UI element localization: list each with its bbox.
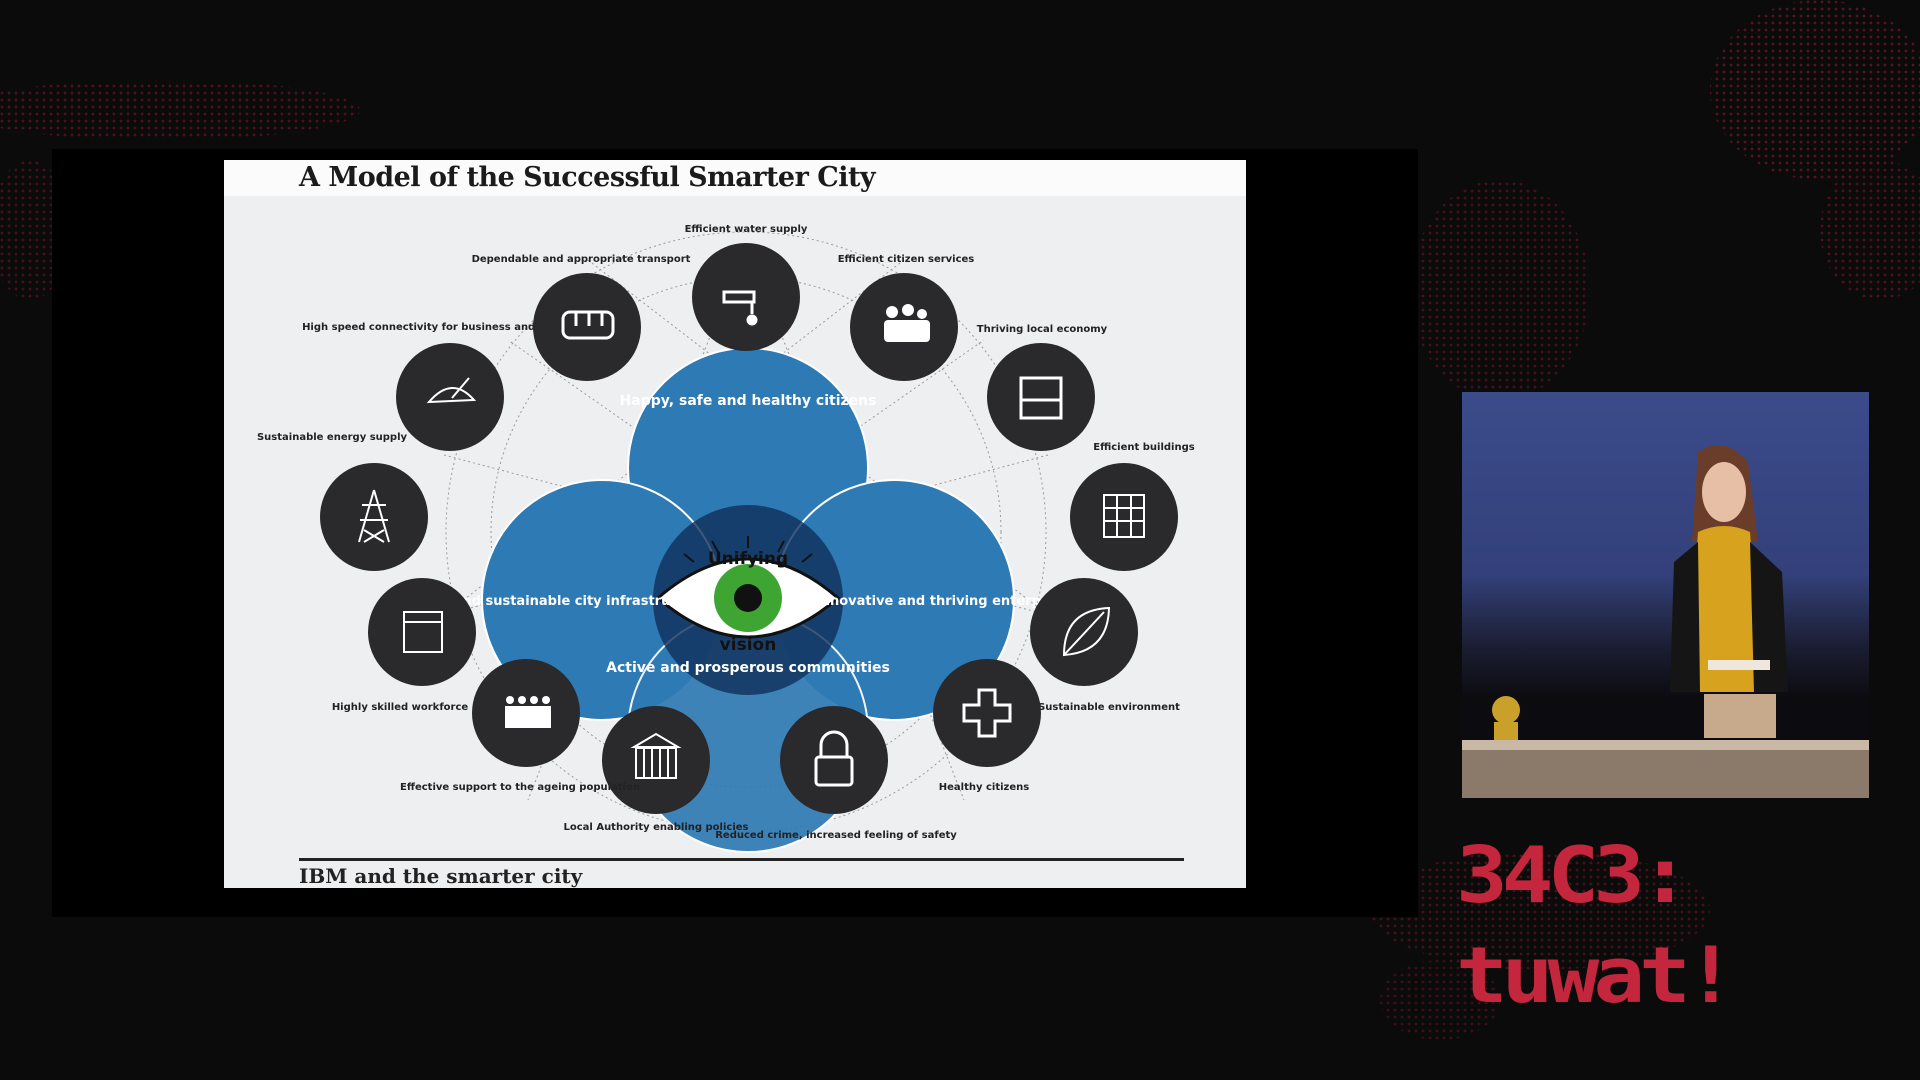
node-local-authority: Local Authority enabling policies — [564, 706, 749, 833]
cross-icon — [962, 688, 1012, 738]
node-safety: Reduced crime, increased feeling of safe… — [715, 706, 957, 841]
ring-label-right: Innovative and thriving enterprises — [816, 594, 1076, 609]
node-environment: Sustainable environment — [1030, 578, 1180, 713]
svg-text:Sustainable energy supply: Sustainable energy supply — [257, 432, 408, 443]
ring-label-bottom: Active and prosperous communities — [606, 660, 890, 676]
svg-text:Efficient buildings: Efficient buildings — [1093, 442, 1194, 453]
slide-footer: IBM and the smarter city — [299, 864, 583, 888]
vision-word-bottom: vision — [720, 635, 777, 655]
shop-icon — [1019, 376, 1063, 420]
node-water: Efficient water supply — [685, 224, 808, 351]
svg-text:Effective support to the agein: Effective support to the ageing populati… — [400, 782, 640, 793]
svg-text:Local Authority enabling polic: Local Authority enabling policies — [564, 822, 749, 833]
water-tap-icon — [722, 290, 758, 326]
ring-label-left: Efficient and sustainable city infrastru… — [389, 594, 709, 609]
people-icon — [884, 304, 930, 342]
presentation-slide-frame: A Model of the Successful Smarter City — [52, 149, 1418, 917]
svg-text:Thriving local economy: Thriving local economy — [977, 324, 1108, 335]
pylon-icon — [358, 489, 390, 543]
satellite-dish-icon — [426, 377, 477, 404]
svg-text:Highly skilled workforce: Highly skilled workforce — [332, 702, 469, 713]
node-connectivity: High speed connectivity for business and… — [302, 322, 582, 451]
slide-title-bar — [224, 160, 1246, 196]
slide-footer-rule — [299, 858, 1184, 861]
ring-label-top: Happy, safe and healthy citizens — [620, 393, 877, 409]
unifying-vision-eye: Unifying vision — [655, 536, 841, 655]
building-icon — [1103, 494, 1145, 538]
node-transport: Dependable and appropriate transport — [472, 254, 691, 381]
government-building-icon — [630, 732, 682, 779]
event-logo-line1: 34C3: — [1456, 831, 1691, 921]
svg-text:High speed connectivity for bu: High speed connectivity for business and… — [302, 322, 582, 333]
bus-icon — [561, 310, 615, 340]
vision-word-top: Unifying — [708, 549, 788, 569]
crowd-icon — [505, 696, 551, 728]
slide: A Model of the Successful Smarter City — [224, 160, 1246, 888]
svg-text:Efficient citizen services: Efficient citizen services — [838, 254, 975, 265]
svg-text:Dependable and appropriate tra: Dependable and appropriate transport — [472, 254, 691, 265]
svg-text:Reduced crime, increased feeli: Reduced crime, increased feeling of safe… — [715, 830, 957, 841]
node-health: Healthy citizens — [933, 659, 1041, 793]
node-ageing-population: Effective support to the ageing populati… — [400, 659, 640, 793]
book-icon — [403, 611, 443, 653]
svg-text:Efficient water supply: Efficient water supply — [685, 224, 808, 235]
svg-text:Healthy citizens: Healthy citizens — [939, 782, 1030, 793]
node-energy: Sustainable energy supply — [257, 432, 428, 571]
padlock-icon — [814, 730, 854, 787]
node-buildings: Efficient buildings — [1070, 442, 1195, 571]
svg-text:Sustainable environment: Sustainable environment — [1038, 702, 1180, 713]
node-workforce: Highly skilled workforce — [332, 578, 476, 713]
leaf-icon — [1062, 606, 1111, 657]
node-citizen-services: Efficient citizen services — [838, 254, 975, 381]
smarter-city-diagram: Unifying vision Happy, safe and healthy … — [257, 224, 1195, 853]
node-local-economy: Thriving local economy — [977, 324, 1108, 451]
speaker-video-feed — [1462, 392, 1869, 798]
speaker-scene — [1462, 444, 1869, 798]
event-logo-line2: tuwat! — [1456, 931, 1737, 1021]
slide-title: A Model of the Successful Smarter City — [299, 162, 876, 193]
